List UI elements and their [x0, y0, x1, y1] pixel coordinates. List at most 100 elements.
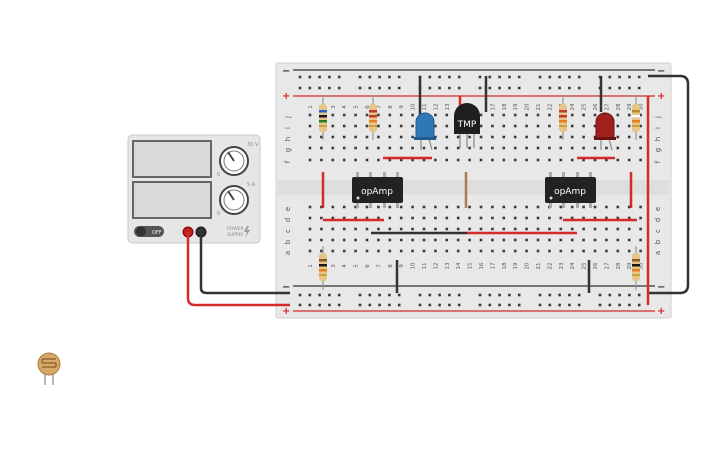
breadboard-hole[interactable]	[536, 238, 540, 242]
breadboard-hole[interactable]	[368, 303, 372, 307]
breadboard-hole[interactable]	[513, 238, 517, 242]
breadboard[interactable]: − + − + − + − + jjiihhggffeeddccbbaa1122…	[275, 62, 672, 319]
breadboard-hole[interactable]	[627, 238, 631, 242]
breadboard-hole[interactable]	[498, 86, 501, 90]
breadboard-hole[interactable]	[616, 158, 620, 162]
breadboard-hole[interactable]	[308, 249, 312, 253]
breadboard-hole[interactable]	[639, 113, 642, 117]
breadboard-hole[interactable]	[445, 113, 449, 117]
breadboard-hole[interactable]	[331, 113, 335, 117]
breadboard-hole[interactable]	[399, 158, 403, 162]
breadboard-hole[interactable]	[365, 135, 369, 139]
breadboard-hole[interactable]	[320, 146, 323, 150]
breadboard-hole[interactable]	[457, 75, 461, 79]
breadboard-hole[interactable]	[525, 146, 528, 150]
breadboard-hole[interactable]	[639, 124, 642, 128]
breadboard-hole[interactable]	[342, 216, 346, 220]
breadboard-hole[interactable]	[605, 227, 608, 231]
breadboard-hole[interactable]	[559, 249, 563, 253]
breadboard-hole[interactable]	[399, 216, 403, 220]
breadboard-hole[interactable]	[388, 158, 392, 162]
breadboard-hole[interactable]	[513, 227, 517, 231]
breadboard-hole[interactable]	[548, 227, 551, 231]
breadboard-hole[interactable]	[593, 113, 597, 117]
breadboard-hole[interactable]	[582, 205, 585, 209]
breadboard-hole[interactable]	[478, 293, 482, 297]
breadboard-hole[interactable]	[354, 249, 357, 253]
breadboard-hole[interactable]	[513, 113, 517, 117]
breadboard-hole[interactable]	[608, 303, 612, 307]
breadboard-hole[interactable]	[337, 86, 341, 90]
breadboard-hole[interactable]	[628, 86, 631, 90]
breadboard-hole[interactable]	[525, 135, 528, 139]
breadboard-hole[interactable]	[582, 135, 585, 139]
breadboard-hole[interactable]	[558, 75, 561, 79]
breadboard-hole[interactable]	[639, 135, 642, 139]
breadboard-hole[interactable]	[491, 238, 494, 242]
breadboard-hole[interactable]	[308, 135, 312, 139]
breadboard-hole[interactable]	[593, 205, 597, 209]
breadboard-hole[interactable]	[445, 135, 449, 139]
breadboard-hole[interactable]	[513, 135, 517, 139]
breadboard-hole[interactable]	[488, 303, 492, 307]
breadboard-hole[interactable]	[448, 75, 451, 79]
breadboard-hole[interactable]	[525, 158, 528, 162]
breadboard-hole[interactable]	[502, 113, 506, 117]
breadboard-hole[interactable]	[397, 86, 401, 90]
breadboard-hole[interactable]	[378, 75, 381, 79]
breadboard-hole[interactable]	[422, 249, 426, 253]
breadboard-hole[interactable]	[570, 146, 574, 150]
breadboard-hole[interactable]	[577, 303, 581, 307]
breadboard-hole[interactable]	[328, 75, 331, 79]
breadboard-hole[interactable]	[605, 238, 608, 242]
breadboard-hole[interactable]	[428, 75, 432, 79]
breadboard-hole[interactable]	[491, 249, 494, 253]
breadboard-hole[interactable]	[478, 303, 482, 307]
breadboard-hole[interactable]	[377, 249, 380, 253]
breadboard-hole[interactable]	[498, 293, 501, 297]
wires[interactable]	[186, 74, 690, 307]
breadboard-hole[interactable]	[536, 158, 540, 162]
breadboard-hole[interactable]	[568, 86, 571, 90]
breadboard-hole[interactable]	[388, 124, 392, 128]
breadboard-hole[interactable]	[548, 75, 552, 79]
breadboard-hole[interactable]	[337, 293, 341, 297]
breadboard-hole[interactable]	[479, 158, 483, 162]
breadboard-hole[interactable]	[491, 216, 494, 220]
breadboard-hole[interactable]	[639, 205, 642, 209]
breadboard-hole[interactable]	[422, 205, 426, 209]
breadboard-hole[interactable]	[411, 216, 414, 220]
breadboard-hole[interactable]	[377, 205, 380, 209]
breadboard-hole[interactable]	[318, 75, 321, 79]
breadboard-hole[interactable]	[479, 113, 483, 117]
breadboard-hole[interactable]	[308, 293, 312, 297]
breadboard-hole[interactable]	[320, 205, 323, 209]
breadboard-hole[interactable]	[577, 86, 581, 90]
breadboard-hole[interactable]	[488, 75, 492, 79]
breadboard-hole[interactable]	[308, 238, 312, 242]
breadboard-hole[interactable]	[559, 238, 563, 242]
breadboard-hole[interactable]	[525, 124, 528, 128]
breadboard-hole[interactable]	[536, 205, 540, 209]
breadboard-hole[interactable]	[536, 249, 540, 253]
breadboard-hole[interactable]	[434, 205, 437, 209]
breadboard-hole[interactable]	[308, 227, 312, 231]
breadboard-hole[interactable]	[570, 216, 574, 220]
breadboard-hole[interactable]	[593, 227, 597, 231]
breadboard-hole[interactable]	[438, 86, 441, 90]
breadboard-hole[interactable]	[445, 124, 449, 128]
breadboard-hole[interactable]	[618, 86, 621, 90]
breadboard-hole[interactable]	[456, 135, 460, 139]
breadboard-hole[interactable]	[331, 146, 335, 150]
breadboard-hole[interactable]	[616, 238, 620, 242]
breadboard-hole[interactable]	[538, 303, 542, 307]
breadboard-hole[interactable]	[354, 227, 357, 231]
resistor-3[interactable]	[559, 95, 567, 140]
breadboard-hole[interactable]	[388, 216, 392, 220]
breadboard-hole[interactable]	[479, 216, 483, 220]
resistor-4[interactable]	[632, 95, 640, 140]
breadboard-hole[interactable]	[331, 216, 335, 220]
breadboard-hole[interactable]	[582, 124, 585, 128]
breadboard-hole[interactable]	[320, 227, 323, 231]
breadboard-hole[interactable]	[502, 249, 506, 253]
